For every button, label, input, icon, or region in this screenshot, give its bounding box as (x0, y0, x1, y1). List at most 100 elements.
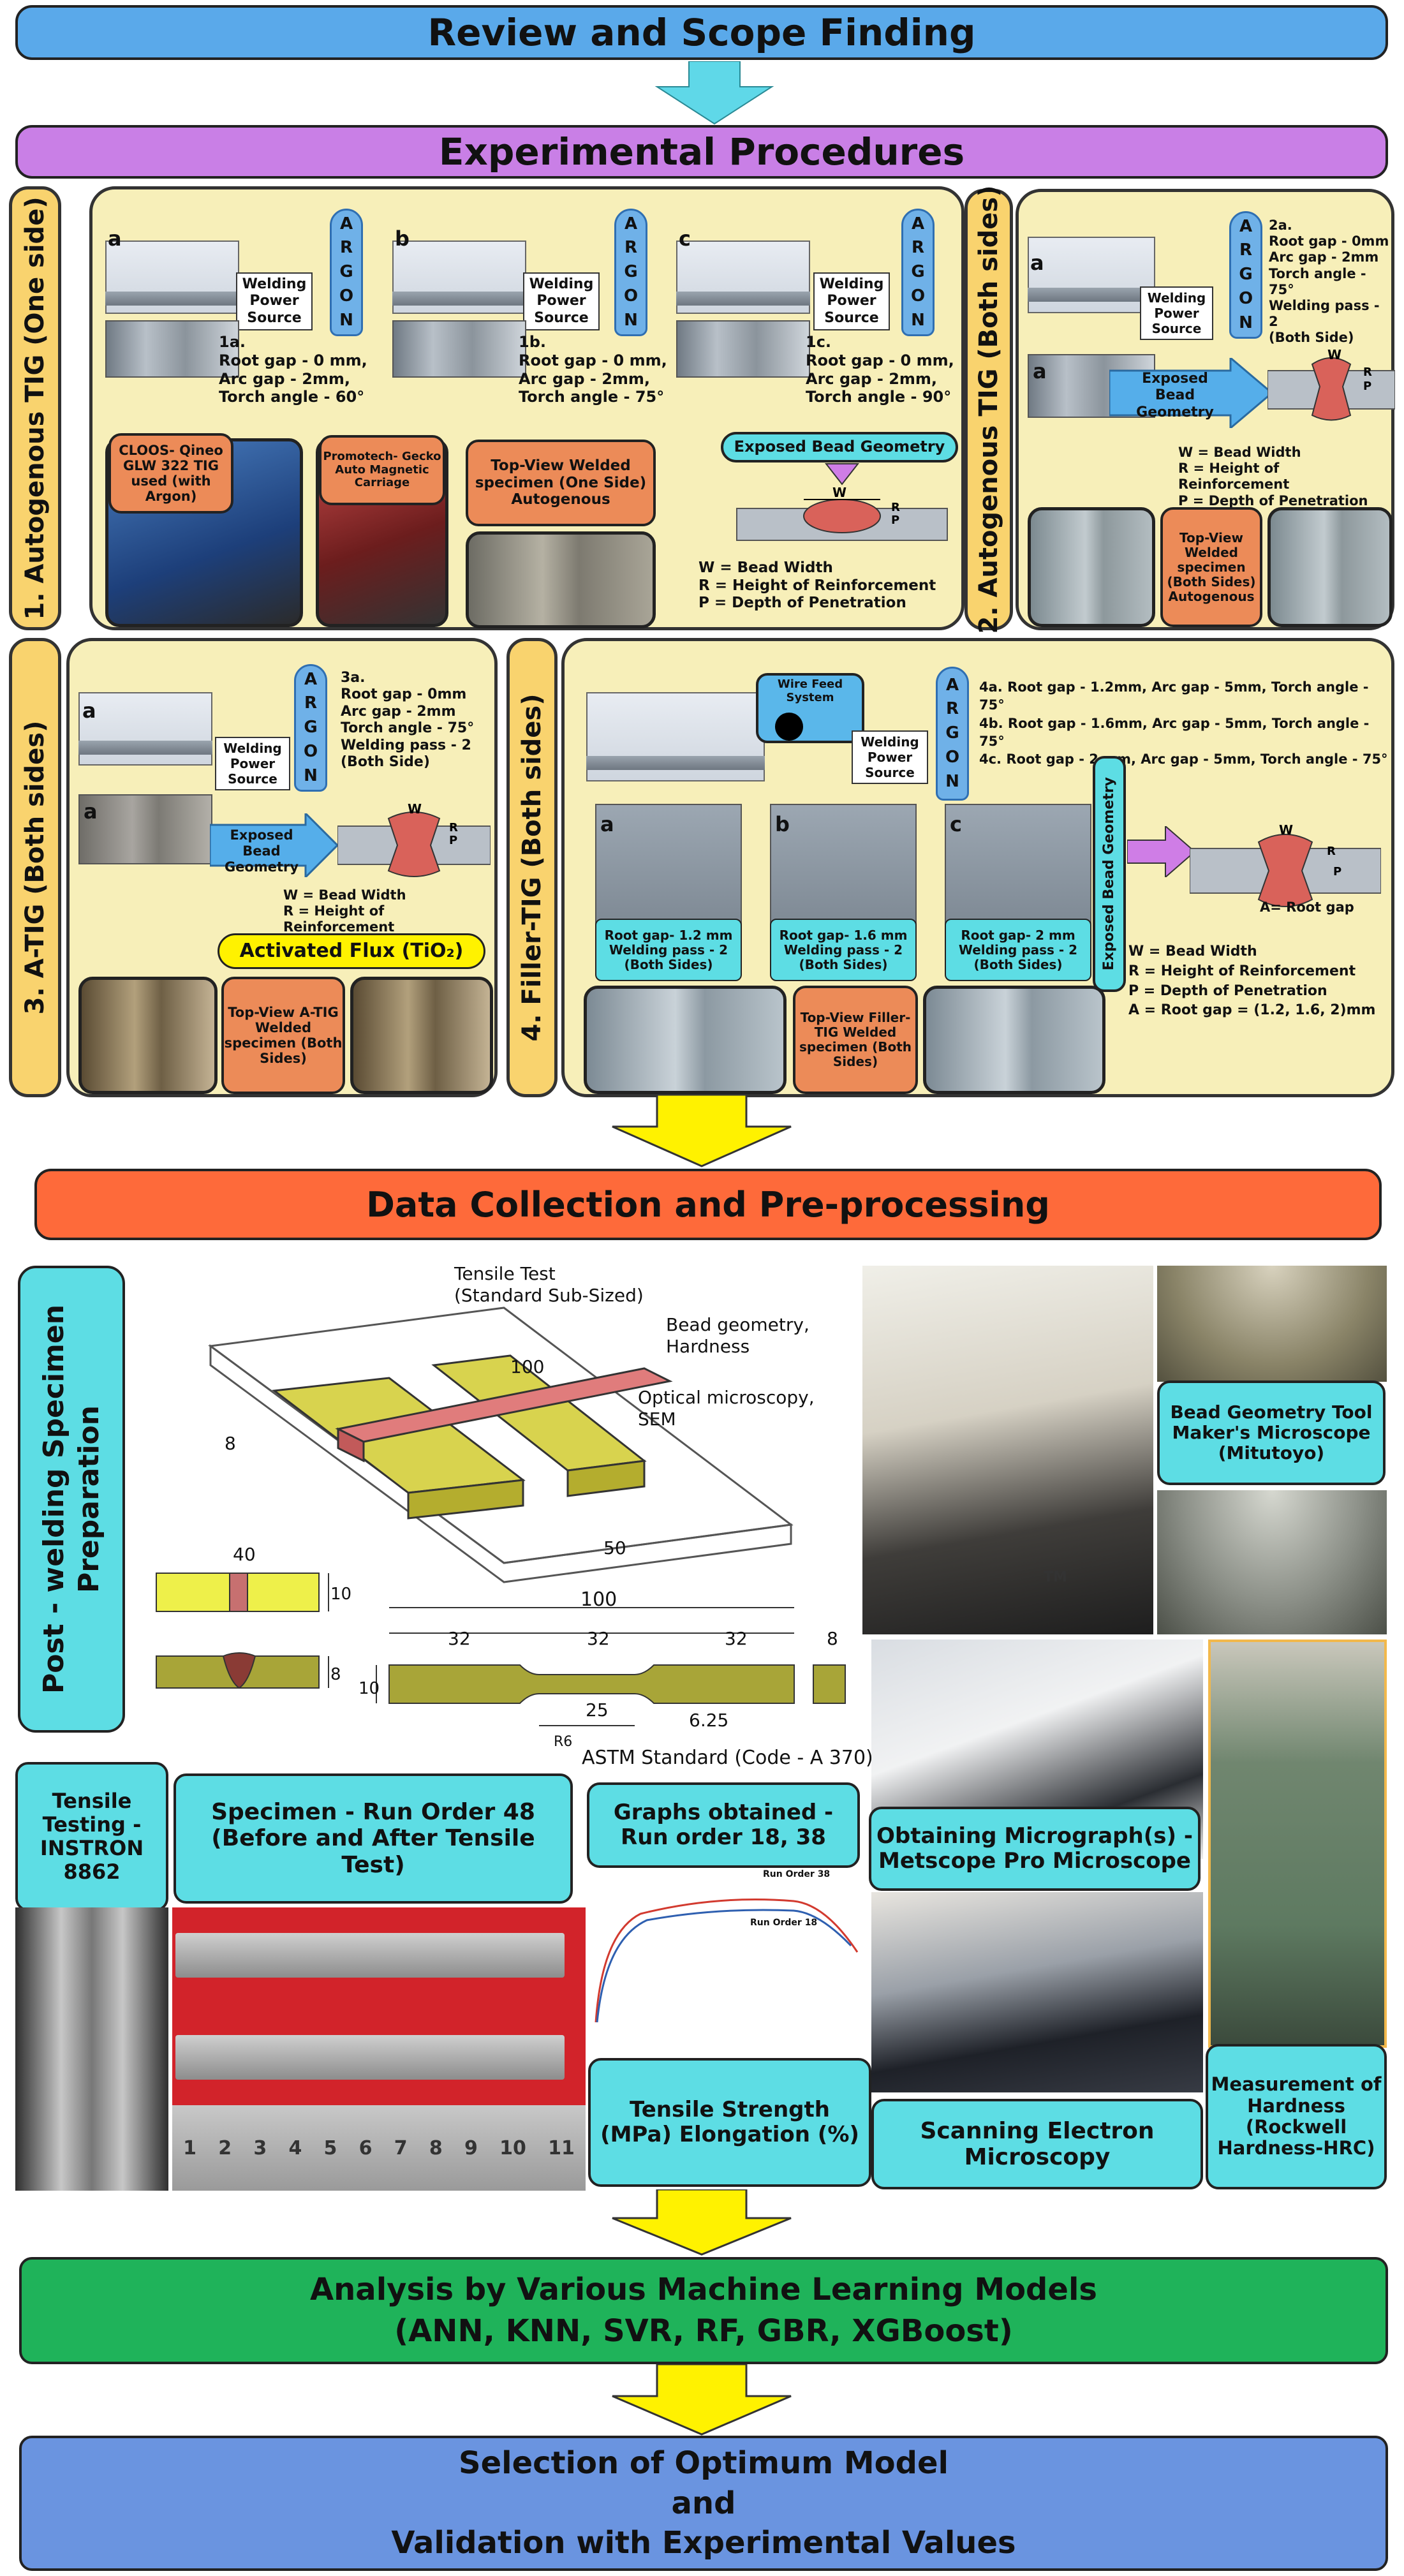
torch-diagram-c (676, 221, 810, 317)
selection-title: Selection of Optimum Model and Validatio… (391, 2445, 1016, 2561)
hardness-tag: Measurement of Hardness (Rockwell Hardne… (1206, 2044, 1387, 2189)
welding-power-source-4: Welding Power Source (852, 730, 928, 784)
label-a: a (108, 226, 122, 251)
filler-topview-photo-2 (923, 986, 1105, 1094)
review-banner: Review and Scope Finding (15, 5, 1388, 60)
dim-r6: R6 (554, 1734, 573, 1750)
dim-100a: 100 (510, 1356, 545, 1377)
param-1c: 1c. Root gap - 0 mm, Arc gap - 2mm, Torc… (806, 333, 954, 406)
section3-side-label: 3. A-TIG (Both sides) (9, 638, 61, 1097)
label-3a-strip: a (84, 799, 98, 824)
spec-4c: Root gap- 2 mm Welding pass - 2 (Both Si… (945, 919, 1091, 981)
dim-32c: 32 (725, 1628, 748, 1649)
param-3a: 3a. Root gap - 0mm Arc gap - 2mm Torch a… (341, 670, 475, 770)
filler-topview-photo-1 (584, 986, 787, 1094)
topview-both-tag: Top-View Welded specimen (Both Sides) Au… (1160, 507, 1262, 627)
bead-cross-section-3: W R P (337, 801, 491, 877)
review-title: Review and Scope Finding (427, 11, 976, 54)
cloos-machine-tag: CLOOS- Qineo GLW 322 TIG used (with Argo… (108, 433, 233, 514)
experimental-title: Experimental Procedures (438, 130, 965, 174)
label-b: b (395, 226, 410, 251)
selection-banner: Selection of Optimum Model and Validatio… (19, 2436, 1388, 2571)
svg-text:P: P (891, 514, 899, 527)
dim-100b: 100 (580, 1588, 617, 1611)
torch-diagram-a (105, 221, 239, 317)
graphs-obtained-tag: Graphs obtained - Run order 18, 38 (587, 1782, 860, 1868)
bead-micrograph-1 (1157, 1266, 1387, 1382)
arrow-down-yellow-icon-3 (612, 2364, 792, 2436)
tensile-test-label: Tensile Test (Standard Sub-Sized) (454, 1263, 644, 1306)
svg-text:R: R (1363, 366, 1372, 379)
label-2a-strip: a (1033, 359, 1047, 383)
tensile-testing-tag: Tensile Testing - INSTRON 8862 (15, 1762, 168, 1911)
atig-topview-photo-2 (350, 977, 493, 1094)
sem-photo (871, 1892, 1203, 2092)
param-4: 4a. Root gap - 1.2mm, Arc gap - 5mm, Tor… (979, 679, 1388, 767)
svg-text:P: P (1333, 865, 1341, 878)
arrow-right-icon (1109, 358, 1274, 428)
label-4b: b (775, 812, 790, 836)
param-1b: 1b. Root gap - 0 mm, Arc gap - 2mm, Torc… (519, 333, 667, 406)
micrograph-tag: Obtaining Micrograph(s) - Metscope Pro M… (869, 1807, 1201, 1891)
specimen-3d-drawing (208, 1307, 794, 1583)
legend-sec2: W = Bead Width R = Height of Reinforceme… (1178, 445, 1368, 508)
label-2a: a (1030, 251, 1044, 275)
welding-power-source-a: Welding Power Source (236, 272, 313, 331)
wire-spool-icon (775, 713, 803, 741)
svg-text:R: R (891, 501, 900, 514)
legend-sec1: W = Bead Width R = Height of Reinforceme… (698, 559, 936, 612)
experimental-banner: Experimental Procedures (15, 125, 1388, 179)
filler-topview-tag: Top-View Filler-TIG Welded specimen (Bot… (793, 986, 918, 1094)
svg-text:R: R (449, 821, 458, 834)
post-welding-label: Post - welding Specimen Preparation (18, 1266, 125, 1733)
topview-both-photo-1 (1028, 507, 1155, 627)
gecko-carriage-tag: Promotech- Gecko Auto Magnetic Carriage (319, 435, 445, 505)
topview-one-side-photo (466, 531, 656, 628)
torch-diagram-2a (1028, 224, 1155, 320)
arrow-down-icon (654, 61, 774, 125)
bead-geometry-tool-tag: Bead Geometry Tool Maker's Microscope (M… (1157, 1381, 1386, 1485)
svg-text:W: W (408, 801, 422, 817)
arrow-down-yellow-icon-2 (612, 2189, 792, 2256)
welding-power-source-b: Welding Power Source (523, 272, 600, 331)
bead-hardness-label: Bead geometry, Hardness (666, 1314, 809, 1357)
bead-cross-section-1: W R P (736, 463, 948, 541)
svg-text:W: W (832, 485, 846, 500)
arrow-right-icon-3 (210, 813, 339, 877)
param-2a: 2a. Root gap - 0mm Arc gap - 2mm Torch a… (1269, 218, 1389, 346)
dim-10a: 10 (330, 1585, 352, 1604)
dim-625: 6.25 (689, 1710, 729, 1731)
bead-strip-b (392, 320, 526, 378)
label-3a: a (82, 699, 96, 723)
spec-4b: Root gap- 1.6 mm Welding pass - 2 (Both … (770, 919, 917, 981)
atig-topview-tag: Top-View A-TIG Welded specimen (Both Sid… (221, 977, 345, 1094)
svg-text:W: W (1279, 822, 1293, 838)
section4-side-label: 4. Filler-TIG (Both sides) (506, 638, 558, 1097)
bead-strip-c (676, 320, 810, 378)
rockwell-hardness-photo (1208, 1640, 1387, 2048)
run-order-18-label: Run Order 18 (750, 1918, 818, 1928)
exposed-bead-geometry-tag: Exposed Bead Geometry (721, 432, 958, 463)
bead-strip-4b (770, 804, 917, 931)
instron-machine-photo (15, 1907, 168, 2191)
astm-label: ASTM Standard (Code - A 370) (582, 1747, 873, 1769)
specimen-front-view (156, 1573, 329, 1689)
dim-32b: 32 (587, 1628, 610, 1649)
sem-tag: Scanning Electron Microscopy (871, 2099, 1203, 2189)
section1-side-label: 1. Autogenous TIG (One side) (9, 186, 61, 630)
arrow-right-purple-icon (1127, 826, 1196, 877)
svg-text:W: W (1327, 347, 1341, 362)
data-collection-banner: Data Collection and Pre-processing (34, 1169, 1382, 1240)
dim-32a: 32 (448, 1628, 471, 1649)
exposed-bead-vertical: Exposed Bead Geometry (1093, 756, 1126, 992)
dim-8b: 8 (330, 1665, 341, 1684)
